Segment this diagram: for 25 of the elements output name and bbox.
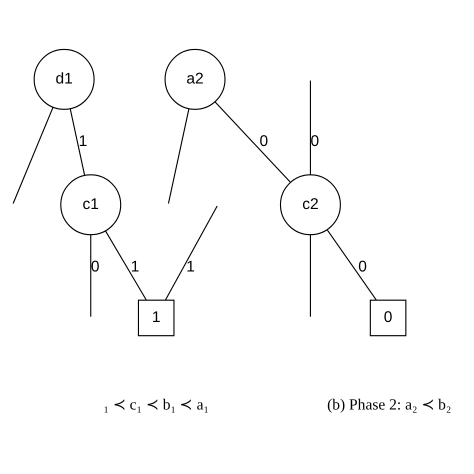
node-circle: c2 [280, 174, 341, 235]
connector [12, 106, 54, 204]
edge-label: 0 [90, 258, 100, 276]
edge-label: 1 [186, 258, 195, 276]
connector [164, 205, 218, 300]
edge-label: 1 [78, 132, 88, 150]
connector [214, 101, 291, 182]
connector [168, 108, 190, 204]
edge-label: 0 [310, 132, 320, 150]
edge-label: 0 [358, 258, 367, 276]
node-circle: c1 [60, 174, 122, 235]
node-box: 0 [370, 299, 406, 336]
connector [310, 234, 311, 316]
edge-label: 0 [260, 132, 268, 150]
label: (b) Phase 2: a₂ ≺ b₂ [327, 396, 452, 414]
connector [310, 80, 311, 174]
connector [326, 229, 377, 300]
node-box: 1 [138, 299, 175, 336]
connector [70, 108, 86, 175]
node-circle: d1 [34, 48, 95, 110]
connector [105, 230, 147, 300]
edge-label: 1 [130, 258, 140, 276]
connector [90, 234, 92, 316]
label: ₁ ≺ c₁ ≺ b₁ ≺ a₁ [103, 396, 209, 414]
node-circle: a2 [164, 48, 226, 110]
